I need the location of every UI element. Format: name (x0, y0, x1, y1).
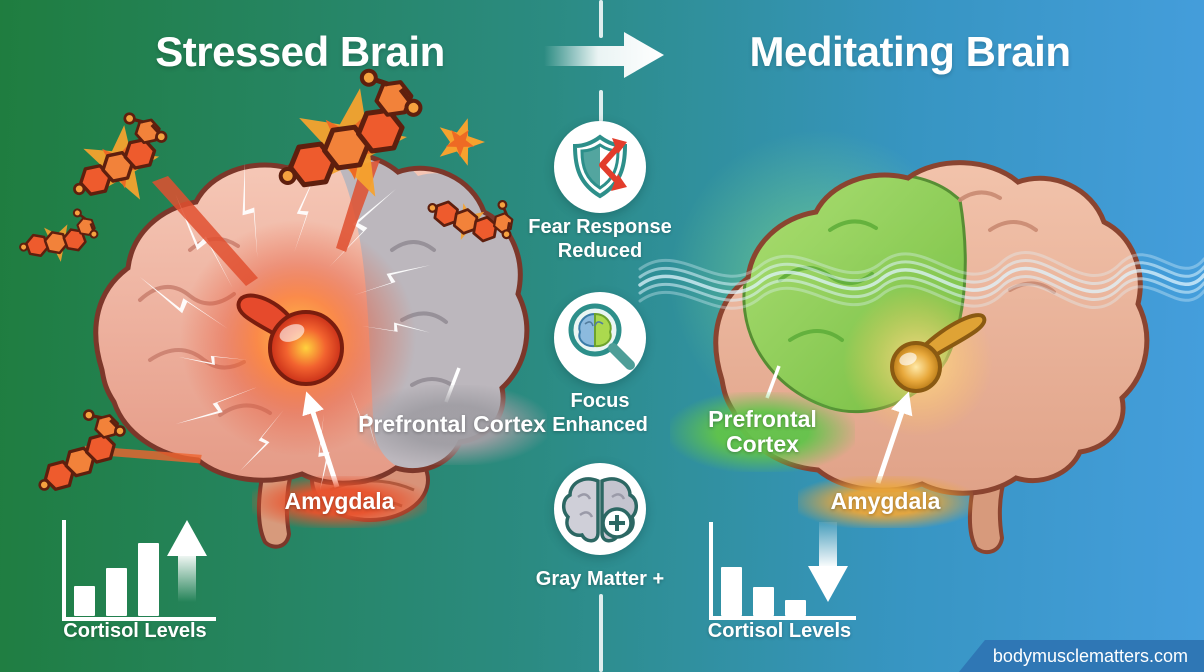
meditating-brain-title: Meditating Brain (749, 28, 1071, 75)
chart-bar (721, 567, 742, 616)
focus-circle (554, 292, 646, 384)
divider-line (599, 90, 603, 122)
magnifier-brain-icon (568, 303, 635, 370)
transition-arrow-icon (544, 32, 664, 78)
arrow-up-icon (167, 520, 207, 602)
shield-deflect-icon (572, 134, 628, 199)
gray-matter-label: Gray Matter + (535, 568, 665, 590)
amygdala-badge-left: Amygdala (252, 476, 427, 528)
cortisol-chart-left-axes (62, 520, 216, 621)
amygdala-shape (890, 313, 987, 393)
tan-gyri (958, 190, 1056, 294)
chart-bar (753, 587, 774, 616)
chart-bar (785, 600, 806, 616)
brain-plus-icon (562, 477, 638, 543)
divider-line (599, 0, 603, 38)
meditation-waves (638, 250, 1204, 310)
amygdala-shape (236, 293, 344, 386)
cortisol-bars-falling (721, 525, 806, 616)
cortisol-chart-right-axes (709, 522, 856, 620)
arrow-down-icon (808, 522, 848, 602)
chart-bar (106, 568, 127, 616)
chart-bar (138, 543, 159, 616)
chart-bar (74, 586, 95, 616)
stressed-brain-title: Stressed Brain (155, 28, 445, 75)
focus-enhanced-label: Focus Enhanced (552, 390, 648, 436)
cortisol-caption-left: Cortisol Levels (63, 620, 207, 642)
prefrontal-cortex-badge-right: Prefrontal Cortex (670, 392, 855, 472)
fear-response-label: Fear Response Reduced (528, 216, 672, 262)
amygdala-badge-right: Amygdala (798, 476, 973, 528)
cortisol-caption-right: Cortisol Levels (707, 620, 852, 642)
prefrontal-cortex-badge-left: Prefrontal Cortex (357, 385, 547, 465)
watermark: bodymusclematters.com (958, 640, 1204, 672)
cortisol-molecules (17, 64, 527, 495)
fear-response-circle (554, 121, 646, 213)
divider-line (599, 594, 603, 672)
cortisol-bars-rising (74, 525, 159, 616)
gray-matter-circle (554, 463, 646, 555)
